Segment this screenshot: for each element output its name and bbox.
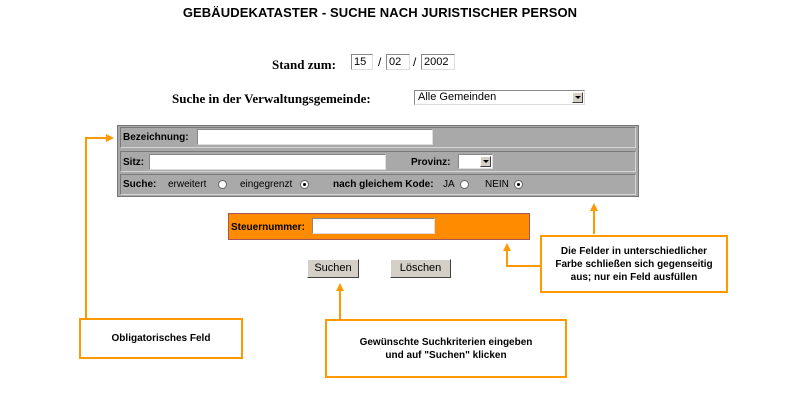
search-panel: Bezeichnung: Sitz: Provinz: Suche: erwei…: [117, 125, 639, 197]
exclusive-fields-line3: aus; nur ein Feld ausfüllen: [570, 271, 698, 283]
clear-button[interactable]: Löschen: [390, 259, 451, 278]
kode-label: nach gleichem Kode:: [333, 179, 434, 190]
month-field[interactable]: 02: [386, 54, 410, 70]
chevron-down-icon[interactable]: [572, 92, 583, 103]
steuernummer-field[interactable]: [312, 218, 435, 234]
bezeichnung-field[interactable]: [197, 129, 433, 145]
steuernummer-row: Steuernummer:: [228, 213, 530, 240]
page-title: GEBÄUDEKATASTER - SUCHE NACH JURISTISCHE…: [182, 5, 578, 20]
sitz-label: Sitz:: [123, 157, 145, 168]
arrow-head-colors-left: [503, 243, 511, 251]
sitz-field[interactable]: [149, 154, 386, 170]
search-instructions-line1: Gewünschte Suchkriterien eingeben: [359, 336, 533, 348]
eingegrenzt-radio[interactable]: [300, 180, 309, 189]
arrow-head-search: [336, 283, 344, 291]
bezeichnung-label: Bezeichnung:: [123, 132, 189, 143]
gemeinde-select[interactable]: Alle Gemeinden: [414, 90, 585, 105]
steuernummer-label: Steuernummer:: [231, 222, 305, 233]
obligatory-callout: Obligatorisches Feld: [79, 318, 243, 359]
provinz-label: Provinz:: [411, 157, 451, 168]
sitz-row: Sitz: Provinz:: [120, 151, 636, 172]
erweitert-radio[interactable]: [218, 180, 227, 189]
date-separator: /: [413, 55, 417, 69]
bezeichnung-row: Bezeichnung:: [120, 127, 636, 148]
search-instructions-callout: Gewünschte Suchkriterien eingeben und au…: [325, 319, 567, 378]
search-instructions-line2: und auf "Suchen" klicken: [385, 349, 507, 361]
erweitert-label: erweitert: [168, 179, 207, 190]
exclusive-fields-callout: Die Felder in unterschiedlicher Farbe sc…: [540, 235, 728, 293]
stand-label: Stand zum:: [272, 57, 336, 72]
gemeinde-select-value: Alle Gemeinden: [418, 91, 497, 103]
nein-radio[interactable]: [514, 180, 523, 189]
provinz-select[interactable]: [458, 154, 493, 169]
exclusive-fields-line1: Die Felder in unterschiedlicher: [560, 245, 708, 257]
day-field[interactable]: 15: [351, 54, 373, 70]
search-button[interactable]: Suchen: [307, 259, 359, 278]
nein-label: NEIN: [485, 179, 509, 190]
ja-radio[interactable]: [460, 180, 469, 189]
obligatory-callout-text: Obligatorisches Feld: [111, 333, 211, 344]
ja-label: JA: [443, 179, 455, 190]
arrow-head-obligatory: [106, 134, 114, 142]
exclusive-fields-line2: Farbe schließen sich gegenseitig: [555, 258, 713, 270]
chevron-down-icon[interactable]: [480, 156, 491, 167]
suche-label: Suche:: [123, 179, 157, 190]
arrow-head-colors-top: [590, 203, 598, 211]
year-field[interactable]: 2002: [421, 54, 455, 70]
suche-row: Suche: erweitert eingegrenzt nach gleich…: [120, 174, 636, 195]
eingegrenzt-label: eingegrenzt: [240, 179, 293, 190]
date-separator: /: [378, 55, 382, 69]
gemeinde-label: Suche in der Verwaltungsgemeinde:: [172, 91, 371, 106]
